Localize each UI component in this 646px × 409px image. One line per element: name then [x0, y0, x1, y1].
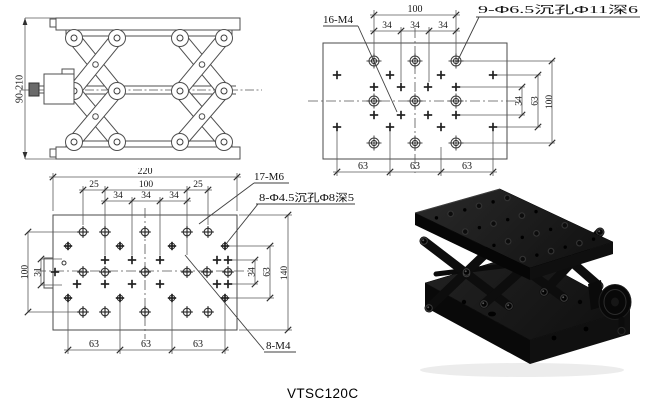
shadow: [420, 363, 624, 377]
dim-label: 34: [141, 191, 151, 201]
dim-label: 100: [139, 180, 154, 190]
dim-label: 100: [21, 265, 31, 280]
dim-label: 63: [358, 161, 368, 172]
leader-17-m6: 17-M6: [254, 171, 284, 183]
base-side-hole: [583, 326, 589, 332]
dim-label: 34: [248, 267, 258, 277]
gearbox-step: [61, 68, 75, 75]
base-front-face: [425, 283, 530, 364]
dim-label: 25: [193, 180, 203, 190]
dim-label: 34: [410, 21, 420, 31]
dim-label: 140: [280, 266, 290, 281]
top-view-dim-labels: 100 34 34 34 34 63 100 63 63 63: [358, 4, 555, 172]
edge-highlight: [414, 188, 501, 214]
scissor-mechanism: [65, 29, 233, 151]
bottom-plate-edge: [55, 146, 241, 160]
leader-16-m4: 16-M4: [323, 14, 353, 26]
top-plate-section: [49, 17, 241, 37]
dim-label: 34: [113, 191, 123, 201]
base-view-dim-labels: 220 25 100 25 34 34 34 100 31 34 63 140 …: [21, 168, 291, 350]
dim-label: 63: [410, 161, 420, 172]
dim-label: 63: [462, 161, 472, 172]
top-plate-edge: [55, 17, 241, 31]
product-photo: [414, 188, 632, 377]
base-plate-notch: [43, 257, 54, 289]
dim-label: 100: [408, 4, 423, 15]
dim-label: 34: [169, 191, 179, 201]
base-slot: [488, 311, 496, 317]
dim-label: 220: [138, 168, 153, 177]
leader-counterbore: 9-Φ6.5沉孔Φ11深6: [478, 3, 638, 16]
side-elevation-view: 90-210: [15, 17, 262, 160]
top-plate-view: 100 34 34 34 34 63 100 63 63 63 16-M4 9-…: [308, 3, 640, 176]
leader-8-m4: 8-M4: [266, 340, 291, 352]
dim-label: 63: [193, 339, 203, 350]
dim-label: 34: [515, 96, 525, 106]
base-right-face: [530, 310, 630, 364]
dim-label: 63: [531, 96, 541, 106]
knob-stem: [618, 317, 625, 328]
gearbox: [43, 73, 75, 105]
leader-label-tapped-holes: 16-M4: [323, 14, 353, 26]
top-plate-step: [49, 18, 57, 28]
arrow-up-icon: [22, 18, 28, 25]
knob-ring: [603, 289, 627, 315]
model-label: VTSC120C: [287, 386, 359, 401]
dim-label: 34: [382, 21, 392, 31]
arrow-down-icon: [22, 152, 28, 159]
dim-label: 63: [263, 267, 273, 277]
bottom-rail: [65, 140, 233, 148]
base-plate-view: 220 25 100 25 34 34 34 100 31 34 63 140 …: [21, 168, 355, 354]
dim-label: 100: [545, 95, 555, 110]
leader-counterbore-45: 8-Φ4.5沉孔Φ8深5: [259, 191, 354, 204]
knob-icon: [28, 82, 40, 97]
dim-label: 63: [89, 339, 99, 350]
knob-photo: [588, 280, 632, 336]
knob-stem-tip: [617, 326, 626, 336]
top-front-face: [415, 213, 530, 280]
top-plate-hole-pattern: [332, 53, 498, 151]
dim-label: 25: [89, 180, 99, 190]
leader-label-counterbore-holes: 8-Φ4.5沉孔Φ8深5: [259, 191, 354, 204]
base-plate-photo: [424, 252, 631, 364]
base-hole: [461, 299, 467, 305]
bottom-plate-step: [49, 148, 57, 158]
dim-label: 34: [438, 21, 448, 31]
dim-label: 31: [34, 267, 44, 277]
base-hole: [577, 299, 583, 305]
leader-label-tapped-m4: 8-M4: [266, 340, 291, 352]
knob-hub: [611, 297, 619, 307]
top-right-face: [530, 242, 613, 280]
base-side-hole: [551, 335, 557, 341]
top-plate-holes-photo: [434, 194, 596, 263]
adjustment-knob-assembly: [28, 68, 75, 105]
leader-label-tapped-m6: 17-M6: [254, 171, 284, 183]
leader-label-counterbore-holes: 9-Φ6.5沉孔Φ11深6: [478, 3, 638, 16]
dim-label: 63: [141, 339, 151, 350]
height-dimension: 90-210: [15, 18, 28, 159]
dim-label-height-range: 90-210: [15, 75, 26, 103]
base-plate-hole-pattern: [50, 226, 234, 318]
top-rail: [65, 29, 233, 37]
